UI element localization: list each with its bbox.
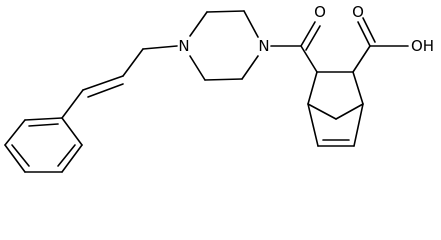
piperazine-bond-6	[189, 55, 206, 81]
bicyclo-bond-c4-c5	[353, 103, 364, 147]
chain-bond-4	[142, 45, 178, 50]
bicyclo-bond-c2-c1	[307, 71, 318, 105]
carbonyl-double-bond-a	[300, 21, 316, 47]
bicycloheptene-ring	[307, 71, 364, 147]
bicyclo-bond-c1-c6	[307, 103, 319, 147]
phenyl-inner-double-2	[57, 144, 76, 167]
carbonyl-to-ring-bond	[300, 45, 318, 73]
carbonyl-double-bond-b	[305, 25, 321, 51]
allyl-chain	[61, 45, 178, 119]
phenyl-bond-3	[61, 117, 83, 146]
phenyl-bond-2	[24, 117, 63, 121]
chain-bond-3	[122, 48, 144, 77]
bicyclo-bridge-left	[307, 103, 337, 120]
piperazine-ring	[189, 10, 259, 81]
chain-bond-2	[82, 75, 124, 91]
acid-double-bond-b	[362, 17, 376, 43]
phenyl-bond-1	[4, 119, 26, 146]
phenyl-inner-double-1	[28, 123, 59, 127]
phenyl-bond-4	[61, 144, 83, 173]
piperazine-bond-5	[204, 78, 243, 81]
phenyl-inner-double-3	[11, 144, 30, 167]
oxygen-carbonyl-label: O	[314, 3, 326, 21]
chain-bond-1	[61, 89, 84, 119]
nitrogen-left-label: N	[178, 37, 189, 55]
hydroxyl-label: OH	[411, 37, 434, 55]
acid-double-bond-a	[357, 21, 371, 47]
chain-double-bond-inner	[87, 83, 124, 98]
nitrogen-right-label: N	[258, 37, 269, 55]
bicyclo-bond-c3-c4	[352, 71, 364, 105]
piperazine-bond-3	[243, 10, 259, 38]
bicyclo-bridge-right	[335, 103, 364, 120]
phenyl-ring	[4, 117, 83, 173]
chemical-structure-diagram: N N O O OH	[4, 3, 434, 173]
carboxylic-acid	[352, 17, 409, 73]
oxygen-acid-label: O	[352, 3, 364, 21]
phenyl-bond-6	[4, 144, 26, 173]
amide-carbonyl	[270, 21, 321, 73]
ring-to-acid-bond	[352, 45, 371, 73]
piperazine-bond-4	[241, 55, 259, 80]
piperazine-bond-2	[206, 10, 245, 13]
piperazine-bond-1	[189, 11, 208, 37]
